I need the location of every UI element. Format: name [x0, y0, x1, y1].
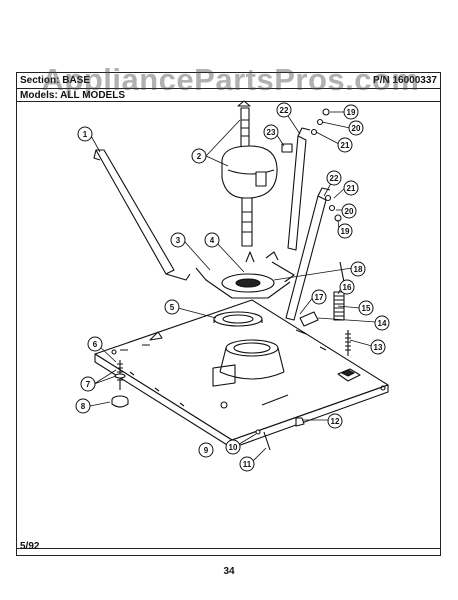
callout-22b: 22 — [326, 170, 342, 186]
callout-12: 12 — [327, 413, 343, 429]
page-number: 34 — [223, 566, 235, 577]
callout-3: 3 — [170, 232, 186, 248]
svg-text:6: 6 — [93, 340, 98, 349]
callout-1: 1 — [77, 126, 93, 142]
svg-text:22: 22 — [280, 106, 289, 115]
svg-text:21: 21 — [347, 184, 356, 193]
svg-text:5: 5 — [170, 303, 175, 312]
callout-18: 18 — [350, 261, 366, 277]
svg-text:16: 16 — [343, 283, 352, 292]
callout-15: 15 — [358, 300, 374, 316]
callout-23: 23 — [263, 124, 279, 140]
bolt — [345, 330, 351, 356]
svg-text:1: 1 — [83, 130, 88, 139]
hardware — [281, 108, 342, 222]
header-divider — [16, 88, 441, 89]
svg-text:7: 7 — [86, 380, 91, 389]
callout-6: 6 — [87, 336, 103, 352]
callout-19b: 19 — [337, 223, 353, 239]
callout-19a: 19 — [343, 104, 359, 120]
leveling-leg — [111, 360, 129, 408]
models-label: Models: ALL MODELS — [20, 90, 125, 101]
svg-text:19: 19 — [341, 227, 350, 236]
callout-22a: 22 — [276, 102, 292, 118]
svg-text:19: 19 — [347, 108, 356, 117]
callout-10: 10 — [225, 439, 241, 455]
callout-9: 9 — [198, 442, 214, 458]
transmission — [221, 100, 278, 247]
part-number: P/N 16000337 — [373, 75, 437, 86]
svg-text:21: 21 — [341, 141, 350, 150]
header-divider — [16, 101, 441, 102]
callout-20b: 20 — [341, 203, 357, 219]
svg-text:13: 13 — [374, 343, 383, 352]
svg-text:3: 3 — [176, 236, 181, 245]
callouts: 1 2 3 4 5 6 7 8 9 10 11 12 13 14 15 16 1… — [75, 102, 390, 472]
svg-text:8: 8 — [81, 402, 86, 411]
svg-text:4: 4 — [210, 236, 215, 245]
base-plate — [94, 299, 389, 449]
svg-text:11: 11 — [243, 460, 252, 469]
footer-divider — [16, 548, 441, 549]
svg-text:9: 9 — [204, 446, 209, 455]
callout-5: 5 — [164, 299, 180, 315]
center-cone — [219, 339, 285, 380]
callout-17: 17 — [311, 289, 327, 305]
callout-20a: 20 — [348, 120, 364, 136]
svg-text:23: 23 — [267, 128, 276, 137]
svg-text:10: 10 — [229, 443, 238, 452]
svg-text:14: 14 — [378, 319, 387, 328]
svg-text:2: 2 — [197, 152, 202, 161]
diagram-frame — [16, 72, 441, 556]
callout-11: 11 — [239, 456, 255, 472]
svg-text:18: 18 — [354, 265, 363, 274]
svg-text:20: 20 — [345, 207, 354, 216]
callout-13: 13 — [370, 339, 386, 355]
callout-2: 2 — [191, 148, 207, 164]
callout-21b: 21 — [343, 180, 359, 196]
callout-21a: 21 — [337, 137, 353, 153]
callout-14: 14 — [374, 315, 390, 331]
svg-text:20: 20 — [352, 124, 361, 133]
svg-text:12: 12 — [331, 417, 340, 426]
callout-4: 4 — [204, 232, 220, 248]
svg-text:22: 22 — [330, 174, 339, 183]
callout-8: 8 — [75, 398, 91, 414]
suspension-plate — [195, 251, 295, 299]
callout-16: 16 — [339, 279, 355, 295]
callout-7: 7 — [80, 376, 96, 392]
support-leg-left — [93, 149, 191, 281]
section-label: Section: BASE — [20, 75, 91, 86]
snubber-ring — [213, 311, 263, 327]
revision-date: 5/92 — [20, 541, 40, 552]
page-header: Section: BASE P/N 16000337 Models: ALL M… — [16, 72, 441, 102]
svg-text:17: 17 — [315, 293, 324, 302]
svg-text:15: 15 — [362, 304, 371, 313]
